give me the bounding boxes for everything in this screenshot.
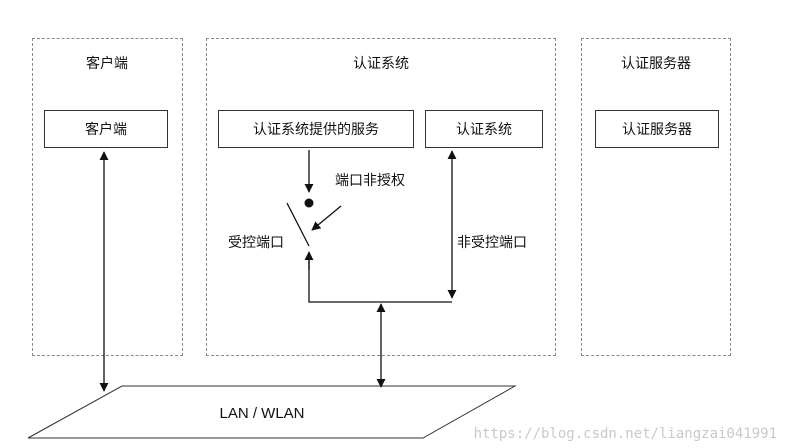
unauthorized-port-label: 端口非授权 — [335, 173, 405, 189]
auth-system-box: 认证系统 — [425, 110, 543, 148]
client-box: 客户端 — [44, 110, 168, 148]
auth-server-group — [581, 38, 731, 356]
controlled-port-label: 受控端口 — [228, 235, 284, 251]
switch-blade — [286, 202, 310, 247]
watermark-text: https://blog.csdn.net/liangzai041991 — [473, 426, 777, 442]
port-bus-line — [308, 256, 452, 303]
switch-contact-dot — [304, 198, 314, 208]
network-label: LAN / WLAN — [219, 405, 305, 422]
auth-service-box: 认证系统提供的服务 — [218, 110, 414, 148]
auth-server-group-title: 认证服务器 — [621, 56, 691, 72]
unauthorized-pointer-arrow — [311, 205, 342, 231]
client-group-title: 客户端 — [86, 56, 128, 72]
auth-system-group-title: 认证系统 — [353, 56, 409, 72]
auth-server-box: 认证服务器 — [595, 110, 719, 148]
uncontrolled-port-label: 非受控端口 — [457, 235, 527, 251]
